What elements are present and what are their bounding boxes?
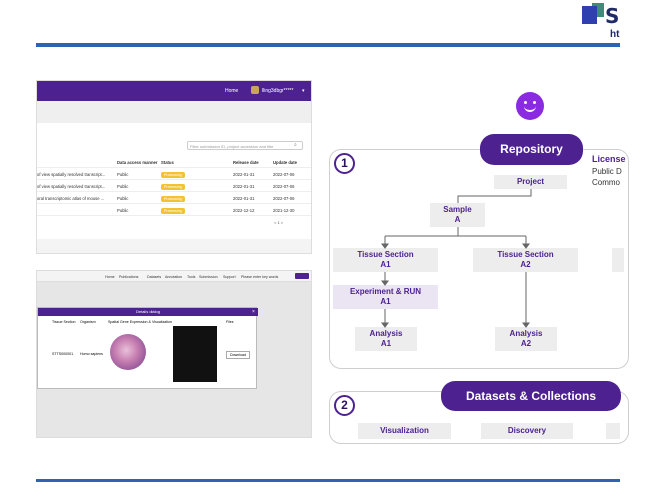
top-navbar: Home lling3dbgr***** ▾ — [37, 81, 311, 101]
table-header: Data access manner Status Release date U… — [37, 157, 311, 168]
pagination[interactable]: < 1 > — [274, 220, 284, 225]
table-row[interactable]: oral transcriptomic atlas of mouse ... P… — [37, 193, 311, 204]
header-rule — [36, 43, 620, 47]
site-navbar: Home Publications Datasets Annotation To… — [37, 271, 311, 282]
step-number-1: 1 — [334, 153, 355, 174]
chevron-down-icon[interactable]: ▾ — [302, 88, 305, 94]
datasets-collections-label: Datasets & Collections — [441, 381, 621, 411]
table-row[interactable]: of view spatially resolved transcript...… — [37, 169, 311, 180]
node-project: Project — [494, 175, 567, 189]
logo-subtext: ht — [610, 29, 620, 40]
node-partial — [606, 423, 620, 439]
table-row[interactable]: Public Processing 2022-12-12 2021-12-30 — [37, 205, 311, 216]
repository-panel — [329, 149, 629, 369]
submission-list-screenshot: Home lling3dbgr***** ▾ Filter submission… — [36, 80, 312, 254]
dialog-title: Details dialog — [38, 308, 258, 316]
status-badge: Processing — [161, 184, 185, 190]
avatar — [251, 86, 259, 94]
node-tissue-partial — [612, 248, 624, 272]
node-visualization: Visualization — [358, 423, 451, 439]
download-button[interactable]: Download — [226, 351, 250, 359]
nav-home[interactable]: Home — [225, 88, 239, 94]
node-discovery: Discovery — [481, 423, 573, 439]
dataset-detail-screenshot: Home Publications Datasets Annotation To… — [36, 270, 312, 438]
search-input[interactable]: Filter submission ID, project accession … — [187, 141, 303, 150]
repository-label: Repository — [480, 134, 583, 165]
nav-user[interactable]: lling3dbgr***** — [262, 88, 294, 94]
login-button[interactable] — [295, 273, 309, 279]
license-title: License — [592, 154, 626, 164]
logo-mark-blue — [582, 6, 597, 24]
table-row[interactable]: of view spatially resolved transcript...… — [37, 181, 311, 192]
logo-text: S — [605, 4, 620, 28]
status-badge: Processing — [161, 172, 185, 178]
footer-rule — [36, 479, 620, 482]
expression-matrix-preview — [173, 326, 217, 382]
license-line-1: Public D — [592, 167, 622, 176]
status-badge: Processing — [161, 208, 185, 214]
search-icon[interactable]: ⌕ — [294, 142, 297, 148]
close-icon[interactable]: × — [252, 309, 255, 315]
user-icon — [516, 92, 544, 120]
step-number-2: 2 — [334, 395, 355, 416]
license-line-2: Commo — [592, 178, 621, 187]
status-badge: Processing — [161, 196, 185, 202]
details-dialog: Details dialog × Tissue Section Organism… — [37, 307, 258, 389]
tissue-image — [110, 334, 146, 370]
